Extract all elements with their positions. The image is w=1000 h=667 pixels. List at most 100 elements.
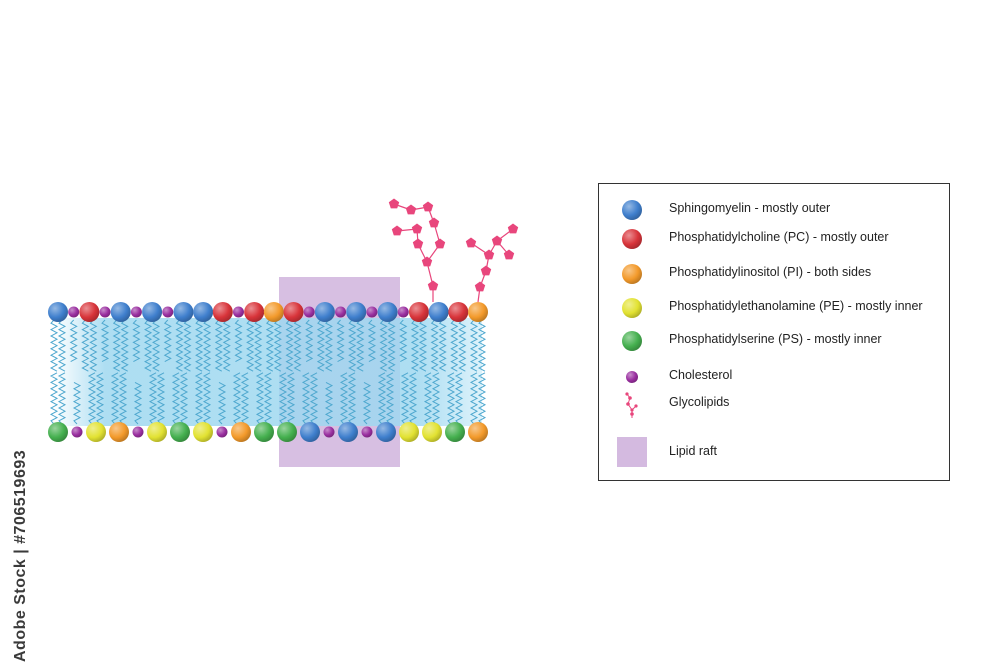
fatty-acid-tail bbox=[222, 319, 231, 372]
fatty-acid-tail bbox=[469, 372, 479, 425]
fatty-acid-tail bbox=[175, 319, 184, 372]
phosphatidylserine-swatch bbox=[622, 331, 642, 351]
fatty-acid-tail bbox=[446, 372, 456, 425]
sphingomyelin-head bbox=[314, 302, 335, 322]
fatty-acid-tail bbox=[324, 381, 334, 425]
phosphatidylethanolamine-head bbox=[147, 422, 167, 442]
legend-item-phosphatidylserine: Phosphatidylserine (PS) - mostly inner bbox=[599, 326, 949, 354]
cholesterol-molecule bbox=[232, 306, 244, 318]
stock-id-text: Adobe Stock | #706519693 bbox=[12, 449, 29, 662]
fatty-acid-tail bbox=[431, 372, 441, 425]
fatty-acid-tail bbox=[454, 372, 464, 425]
fatty-acid-tail bbox=[301, 372, 311, 425]
cholesterol-molecule bbox=[99, 306, 111, 318]
fatty-acid-tail bbox=[418, 319, 428, 372]
fatty-acid-tail bbox=[477, 319, 487, 372]
sugar-residue bbox=[388, 198, 400, 209]
fatty-acid-tail bbox=[171, 372, 181, 425]
phosphatidylcholine-head bbox=[448, 302, 469, 322]
phosphatidylcholine-head bbox=[283, 302, 304, 322]
sugar-residue bbox=[483, 249, 495, 260]
phosphatidylcholine-head bbox=[408, 302, 429, 322]
fatty-acid-tail bbox=[49, 319, 59, 372]
fatty-acid-tail bbox=[57, 319, 67, 372]
phosphatidylethanolamine-head bbox=[193, 422, 213, 442]
fatty-acid-tail bbox=[95, 372, 105, 425]
fatty-acid-tail bbox=[203, 319, 212, 372]
legend-label: Cholesterol bbox=[669, 368, 733, 382]
fatty-acid-tail bbox=[379, 319, 388, 372]
legend-label: Phosphatidylinositol (PI) - both sides bbox=[669, 265, 872, 279]
cholesterol-molecule bbox=[366, 306, 378, 318]
phosphatidylcholine-head bbox=[212, 302, 233, 322]
phosphatidylinositol-head bbox=[468, 422, 488, 442]
fatty-acid-tail bbox=[450, 319, 459, 372]
phosphatidylethanolamine-swatch bbox=[622, 298, 642, 318]
fatty-acid-tail bbox=[57, 372, 67, 425]
fatty-acid-tail bbox=[305, 319, 314, 363]
fatty-acid-tail bbox=[156, 372, 166, 425]
cholesterol-molecule bbox=[216, 426, 228, 438]
fatty-acid-tail bbox=[408, 372, 418, 425]
fatty-acid-tail bbox=[234, 319, 243, 363]
fatty-acid-tails bbox=[49, 319, 487, 425]
phosphatidylinositol-head bbox=[263, 302, 284, 322]
legend-item-lipid-raft: Lipid raft bbox=[599, 437, 949, 467]
fatty-acid-tail bbox=[183, 319, 192, 372]
legend-label: Sphingomyelin - mostly outer bbox=[669, 201, 831, 215]
fatty-acid-tail bbox=[438, 319, 447, 372]
fatty-acid-tail bbox=[348, 319, 357, 372]
phosphatidylinositol-head bbox=[231, 422, 251, 442]
phosphatidylserine-head bbox=[445, 422, 465, 442]
fatty-acid-tail bbox=[430, 319, 439, 372]
cholesterol-swatch bbox=[626, 371, 638, 383]
cholesterol-molecule bbox=[162, 306, 174, 318]
phosphatidylserine-head bbox=[254, 422, 274, 442]
fatty-acid-tail bbox=[273, 319, 282, 372]
fatty-acid-tail bbox=[385, 372, 395, 425]
sphingomyelin-head bbox=[110, 302, 131, 322]
sugar-residue bbox=[434, 238, 446, 249]
fatty-acid-tail bbox=[163, 319, 172, 363]
legend-label: Phosphatidylcholine (PC) - mostly outer bbox=[669, 230, 889, 244]
phosphatidylethanolamine-head bbox=[399, 422, 419, 442]
phosphatidylinositol-head bbox=[468, 302, 488, 322]
phosphatidylserine-head bbox=[170, 422, 190, 442]
sphingomyelin-head bbox=[193, 302, 214, 322]
phosphatidylcholine-head bbox=[79, 302, 100, 322]
fatty-acid-tail bbox=[152, 319, 161, 372]
sugar-residue bbox=[391, 225, 403, 236]
fatty-acid-tail bbox=[69, 319, 78, 363]
fatty-acid-tail bbox=[254, 319, 263, 372]
legend-item-cholesterol: Cholesterol bbox=[599, 362, 949, 390]
sugar-residue bbox=[405, 204, 417, 215]
cholesterol-molecule bbox=[361, 426, 373, 438]
fatty-acid-tail bbox=[377, 372, 387, 425]
cholesterol-molecule bbox=[130, 306, 142, 318]
phosphatidylserine-head bbox=[48, 422, 68, 442]
legend-label: Phosphatidylserine (PS) - mostly inner bbox=[669, 332, 882, 346]
fatty-acid-tail bbox=[410, 319, 420, 372]
fatty-acid-tail bbox=[400, 372, 410, 425]
phosphatidylcholine-head bbox=[244, 302, 265, 322]
sphingomyelin-swatch bbox=[622, 200, 642, 220]
fatty-acid-tail bbox=[458, 319, 467, 372]
fatty-acid-tail bbox=[336, 319, 345, 363]
fatty-acid-tail bbox=[195, 319, 204, 372]
fatty-acid-tail bbox=[286, 372, 296, 425]
fatty-acid-tail bbox=[132, 319, 141, 363]
fatty-acid-tail bbox=[285, 319, 294, 372]
sphingomyelin-head bbox=[376, 422, 396, 442]
fatty-acid-tail bbox=[112, 319, 121, 372]
sphingomyelin-head bbox=[300, 422, 320, 442]
sugar-residue bbox=[507, 223, 519, 234]
fatty-acid-tail bbox=[240, 372, 250, 425]
sugar-residue bbox=[428, 217, 440, 228]
legend-label: Lipid raft bbox=[669, 444, 717, 458]
sugar-residue bbox=[412, 238, 424, 249]
cholesterol-molecule bbox=[132, 426, 144, 438]
fatty-acid-tail bbox=[423, 372, 433, 425]
fatty-acid-tail bbox=[120, 319, 129, 372]
sugar-residue bbox=[422, 201, 434, 212]
